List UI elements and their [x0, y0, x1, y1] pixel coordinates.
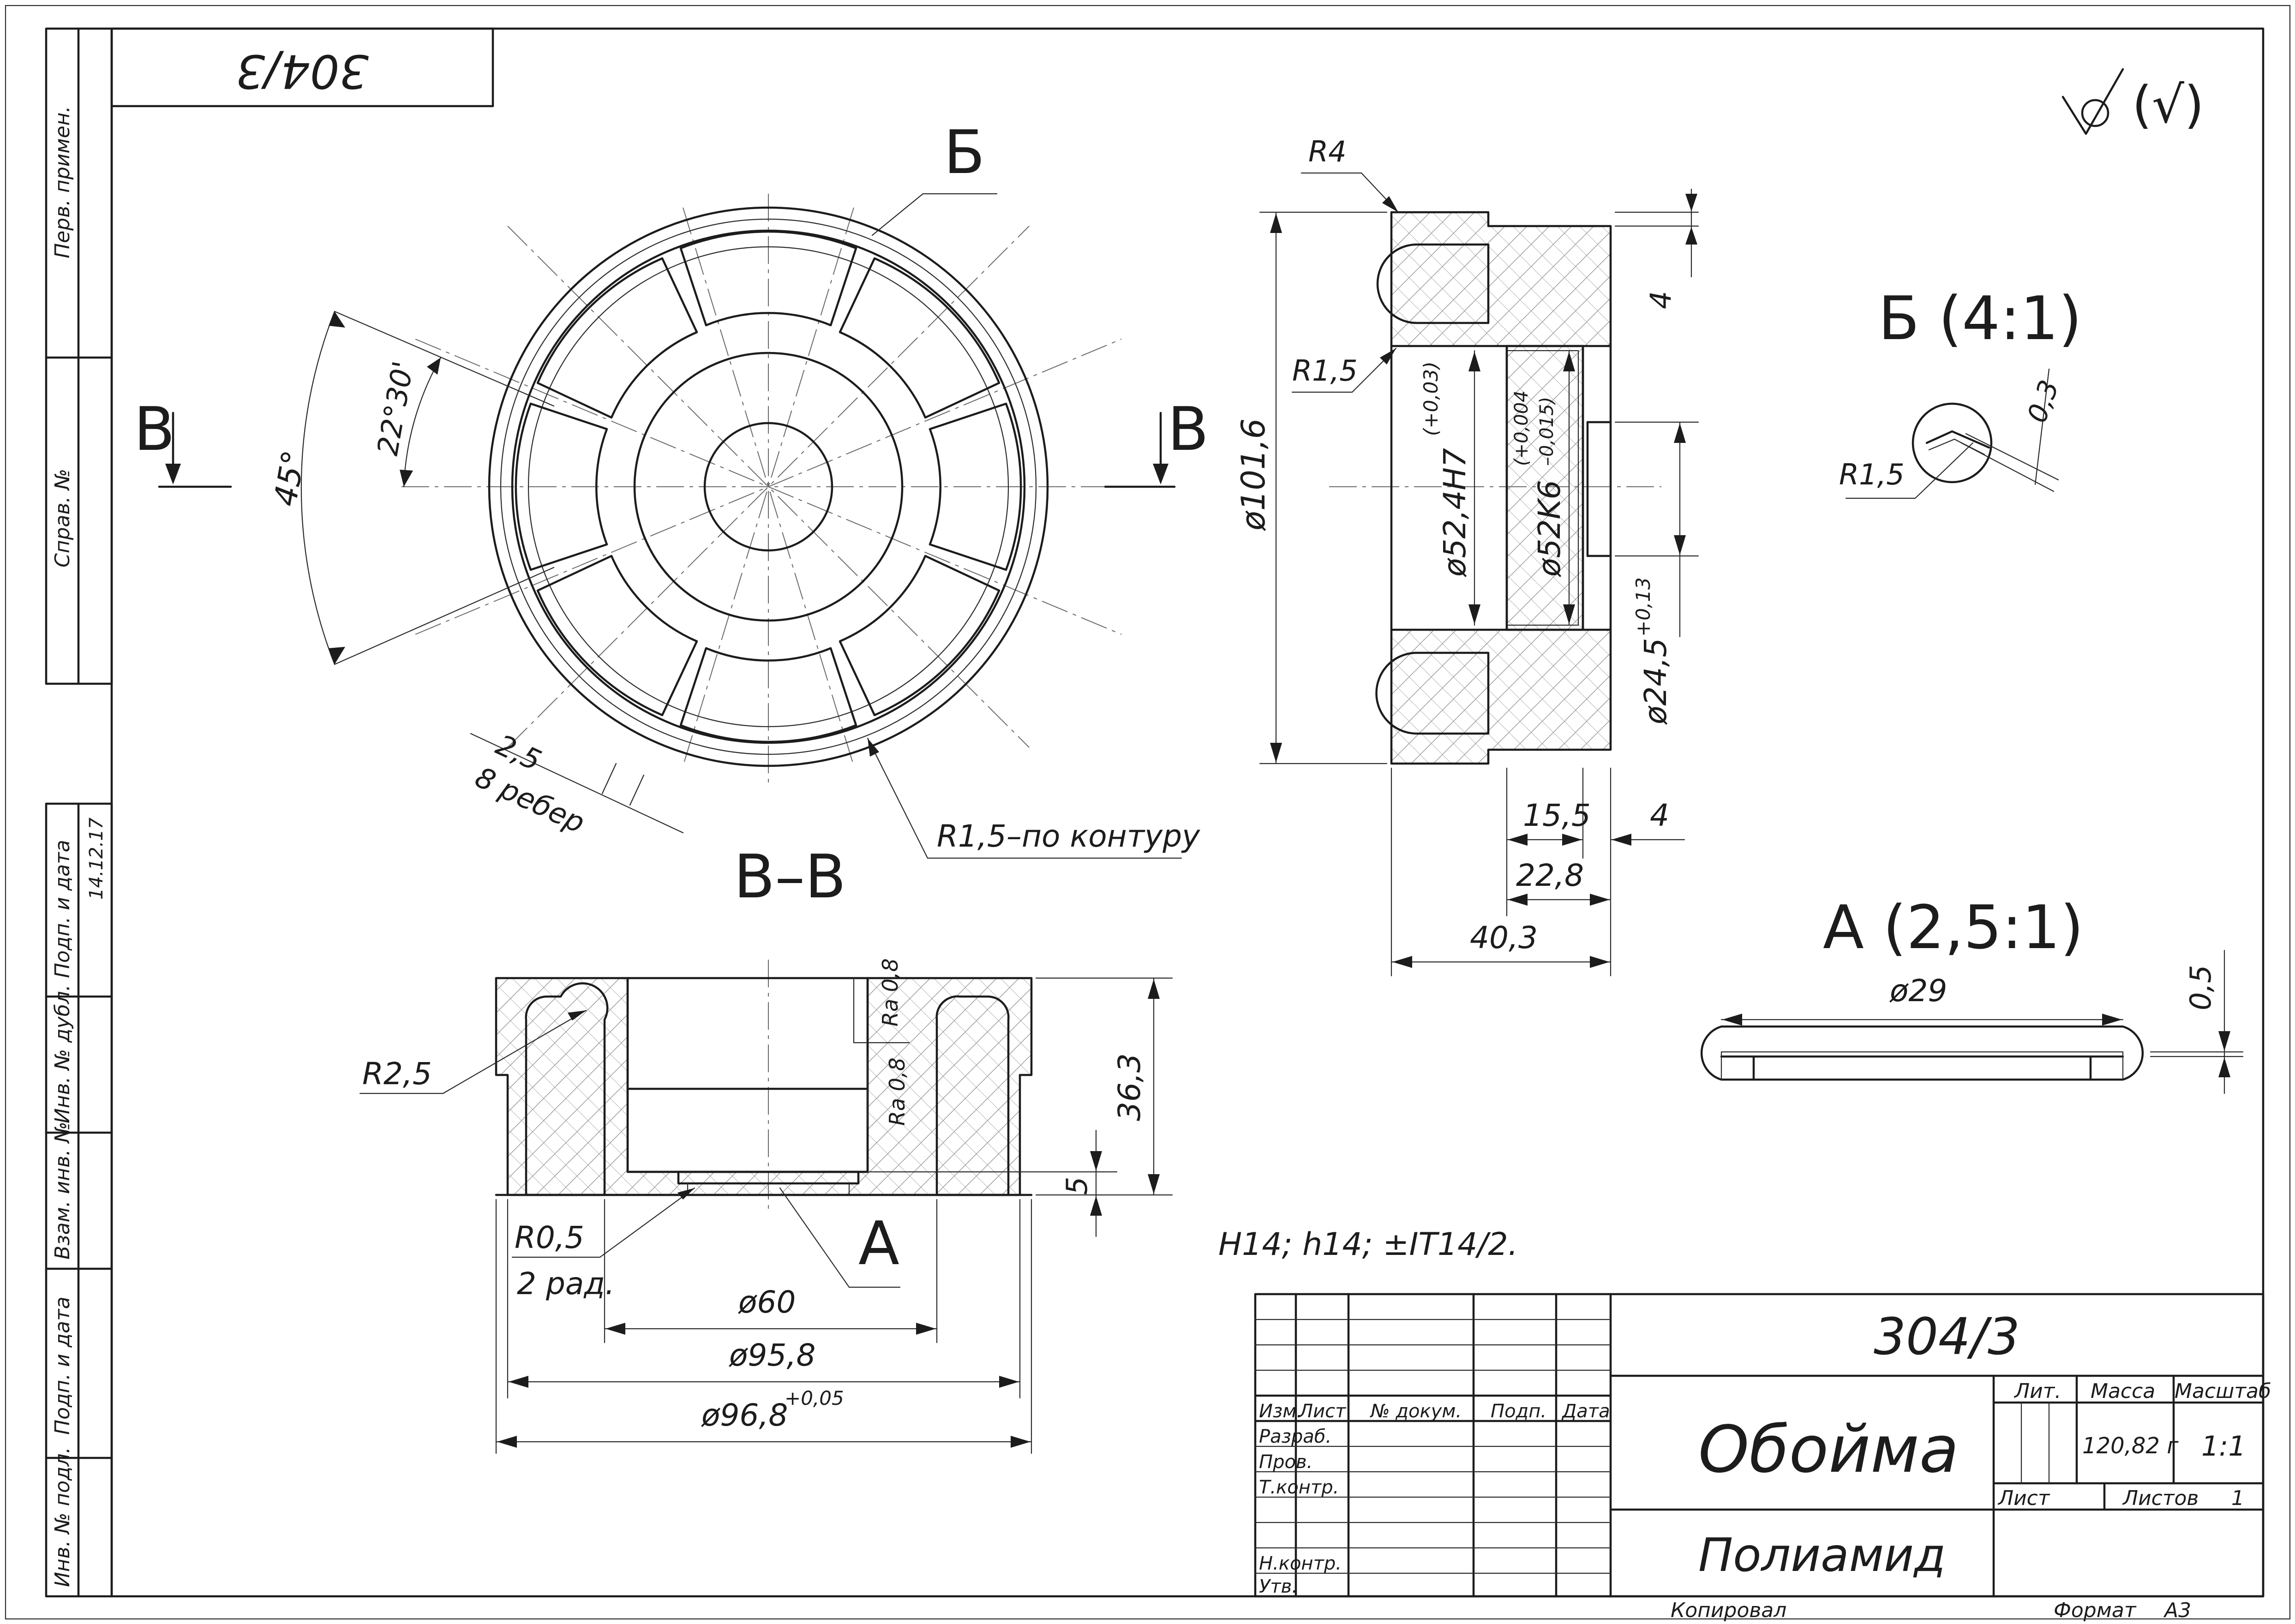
section-b-view: В–В: [495, 842, 1033, 1209]
ra-top: Ra 0,8: [878, 958, 903, 1027]
tb-row-tkontr: Т.контр.: [1259, 1477, 1339, 1498]
tb-part-name: Обойма: [1698, 1412, 1959, 1487]
dim-s-r25: R2,5: [362, 1056, 432, 1092]
side-label-inv-dubl: Инв. № дубл.: [51, 985, 74, 1123]
tb-row-prov: Пров.: [1259, 1451, 1312, 1473]
section-markers: В В: [134, 394, 1209, 488]
dim-w4: 4: [1650, 798, 1669, 833]
section-letter-right: В: [1168, 394, 1209, 464]
roughness-paren-text: (√): [2132, 75, 2204, 134]
dim-s-5: 5: [1060, 1177, 1094, 1195]
dim-d245: ø24,5: [1638, 638, 1673, 725]
dim-w228: 22,8: [1516, 858, 1584, 893]
tb-massa-value: 120,82 г: [2082, 1433, 2179, 1459]
tb-massa: Масса: [2091, 1379, 2155, 1403]
footer-copied: Копировал: [1671, 1599, 1786, 1622]
dim-w403: 40,3: [1470, 920, 1538, 955]
roughness-symbol: (√): [2061, 68, 2204, 135]
tb-designation: 304/3: [1874, 1307, 2020, 1366]
tb-col-data: Дата: [1561, 1401, 1610, 1422]
tb-col-izm: Изм.: [1259, 1401, 1302, 1422]
dim-angle-22: 22°30': [371, 358, 420, 458]
side-section-view: [1329, 211, 1661, 765]
detail-b-title: Б (4:1): [1878, 283, 2082, 353]
dim-r15-side: R1,5: [1292, 354, 1358, 388]
detail-b: Б (4:1) 0,3 R1,5: [1839, 283, 2082, 499]
tb-listov: Листов: [2122, 1487, 2199, 1510]
tb-col-doc: № докум.: [1370, 1401, 1462, 1422]
tb-row-nkontr: Н.контр.: [1259, 1553, 1342, 1574]
dim-s-2rad: 2 рад.: [517, 1266, 615, 1302]
side-label-podp-data-1: Подп. и дата: [51, 840, 74, 978]
section-title: В–В: [734, 842, 846, 912]
dim-s-363: 36,3: [1112, 1053, 1147, 1121]
rotated-drawing-number: 304/3: [236, 44, 369, 98]
title-block: Изм. Лист № докум. Подп. Дата Разраб. Пр…: [1254, 1293, 2271, 1598]
dim-d524: ø52,4H7: [1437, 448, 1473, 577]
side-label-inv-podl: Инв. № подл.: [51, 1447, 74, 1587]
dim-d245-tol: +0,13: [1632, 577, 1654, 637]
dim-d524-tolerance: (+0,03): [1420, 362, 1442, 436]
tb-col-list: Лист: [1298, 1401, 1347, 1422]
dim-s-d60: ø60: [738, 1284, 796, 1320]
dim-s-d968-tol: +0,05: [785, 1387, 844, 1409]
tb-scale-value: 1:1: [2201, 1430, 2246, 1463]
footer-format-value: А3: [2163, 1599, 2191, 1622]
dim-s-d958: ø95,8: [729, 1337, 815, 1373]
dim-r4: R4: [1308, 135, 1347, 168]
section-letter-left: В: [134, 394, 175, 464]
sheet-frame: [5, 5, 2291, 1620]
tb-row-razrab: Разраб.: [1259, 1426, 1331, 1447]
side-label-podp-data-2: Подп. и дата: [51, 1296, 74, 1435]
dim-angle-45: 45°: [267, 448, 313, 509]
dim-s-d968: ø96,8: [701, 1397, 788, 1433]
front-view-ribs: [515, 230, 1022, 743]
view-b-callout: Б: [944, 117, 985, 187]
side-label-date: 14.12.17: [86, 817, 107, 900]
tb-lit: Лит.: [2013, 1379, 2061, 1403]
detail-a: А (2,5:1) ø29 0,5: [1700, 892, 2244, 1094]
side-label-perv-primen: Перв. примен.: [51, 106, 74, 258]
dim-d52-tol-lo: –0,015): [1536, 397, 1558, 466]
dim-w155: 15,5: [1523, 798, 1591, 833]
side-label-vzam-inv: Взам. инв. №: [51, 1122, 74, 1260]
tb-material: Полиамид: [1698, 1528, 1946, 1582]
dim-s-r05: R0,5: [515, 1220, 584, 1255]
section-b-dims: Ra 0,8 Ra 0,8 36,3 5 R2,5 R0,5 2 рад. А …: [359, 958, 1173, 1454]
front-view-dims: 45° 22°30' 2,5 8 ребер R1,5–по контуру Б: [267, 117, 1200, 859]
tb-list: Лист: [1997, 1487, 2050, 1510]
side-section-dims: ø101,6 ø52,4H7 (+0,03) ø52K6 (+0,004 –0,…: [1234, 135, 1699, 977]
tb-masshtab: Масштаб: [2175, 1379, 2271, 1403]
dim-b-03: 0,3: [2021, 376, 2065, 427]
dim-r15-contour: R1,5–по контуру: [937, 818, 1200, 854]
footer-format-label: Формат: [2054, 1599, 2137, 1622]
dim-b-r15: R1,5: [1839, 458, 1905, 491]
dim-a-05: 0,5: [2184, 965, 2217, 1010]
front-view: [401, 194, 1135, 784]
tb-row-utv: Утв.: [1259, 1576, 1298, 1597]
dim-a-d29: ø29: [1889, 973, 1947, 1009]
tb-listov-value: 1: [2231, 1487, 2244, 1510]
detail-a-title: А (2,5:1): [1823, 892, 2084, 962]
dim-d52: ø52K6: [1532, 480, 1567, 577]
tb-col-podp: Подп.: [1491, 1401, 1546, 1422]
ra-bottom: Ra 0,8: [885, 1057, 910, 1126]
side-stamp: Перв. примен. Справ. № Подп. и дата 14.1…: [45, 27, 113, 1598]
detail-a-callout: А: [858, 1208, 899, 1278]
dim-d1016: ø101,6: [1234, 418, 1272, 531]
dim-d52-tol-up: (+0,004: [1511, 390, 1532, 466]
side-label-sprav: Справ. №: [51, 469, 74, 567]
rotated-number-box: 304/3: [110, 27, 494, 107]
dim-w4-top: 4: [1644, 291, 1678, 309]
tolerance-note: H14; h14; ±IT14/2.: [1218, 1226, 1518, 1263]
